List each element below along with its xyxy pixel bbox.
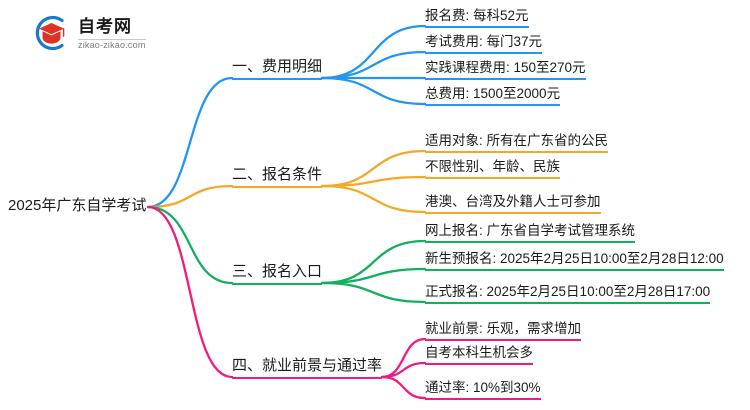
mindmap-branch-4-label: 四、就业前景与通过率 [232, 357, 383, 374]
connector-path [146, 205, 234, 285]
mindmap-leaf-4-2[interactable]: 自考本科生机会多 [425, 346, 533, 365]
connector-path [320, 149, 427, 188]
connector-path [146, 205, 234, 379]
mindmap-leaf-1-2[interactable]: 考试费用: 每门37元 [425, 34, 543, 54]
mindmap-leaf-2-1[interactable]: 适用对象: 所有在广东省的公民 [425, 133, 609, 153]
mindmap-leaf-3-3-label: 正式报名: 2025年2月25日10:00至2月28日17:00 [425, 284, 711, 299]
connector-path [320, 281, 427, 304]
mindmap-branch-1[interactable]: 一、费用明细 [232, 58, 323, 80]
mindmap-branch-4[interactable]: 四、就业前景与通过率 [232, 357, 383, 379]
connector-path [380, 361, 427, 379]
mindmap-leaf-4-3[interactable]: 通过率: 10%到30% [425, 381, 541, 400]
connector-path [320, 76, 427, 106]
mindmap-root-node[interactable]: 2025年广东自学考试 [8, 198, 146, 213]
connector-path [320, 267, 427, 285]
mindmap-leaf-1-2-label: 考试费用: 每门37元 [425, 34, 543, 49]
connector-path [320, 175, 427, 188]
mindmap-leaf-2-3[interactable]: 港澳、台湾及外籍人士可参加 [425, 195, 601, 214]
connector-path [380, 337, 427, 379]
logo-wordmark: 自考网 zikao-zikao.com [78, 15, 146, 50]
mindmap-leaf-2-3-label: 港澳、台湾及外籍人士可参加 [425, 194, 601, 209]
mindmap-leaf-3-2-label: 新生预报名: 2025年2月25日10:00至2月28日12:00 [425, 251, 724, 266]
mindmap-leaf-1-3-label: 实践课程费用: 150至270元 [425, 60, 586, 75]
mindmap-leaf-1-1[interactable]: 报名费: 每科52元 [425, 9, 529, 28]
mindmap-leaf-3-3[interactable]: 正式报名: 2025年2月25日10:00至2月28日17:00 [425, 284, 711, 304]
connector-path [146, 184, 234, 209]
site-logo: 自考网 zikao-zikao.com [30, 12, 146, 54]
mindmap-leaf-1-4-label: 总费用: 1500至2000元 [425, 86, 561, 101]
mindmap-leaf-1-4[interactable]: 总费用: 1500至2000元 [425, 86, 561, 106]
connector-path [320, 24, 427, 80]
mindmap-leaf-3-1[interactable]: 网上报名: 广东省自学考试管理系统 [425, 223, 636, 243]
mindmap-leaf-1-1-label: 报名费: 每科52元 [425, 8, 529, 23]
connector-path [380, 375, 427, 400]
mindmap-root-label: 2025年广东自学考试 [8, 197, 147, 214]
mindmap-leaf-4-1-label: 就业前景: 乐观，需求增加 [425, 321, 582, 336]
mindmap-branch-2-label: 二、报名条件 [232, 166, 323, 183]
mindmap-leaf-2-1-label: 适用对象: 所有在广东省的公民 [425, 133, 609, 148]
mindmap-branch-3[interactable]: 三、报名入口 [232, 263, 323, 285]
mindmap-leaf-3-1-label: 网上报名: 广东省自学考试管理系统 [425, 223, 636, 238]
logo-mark-icon [30, 12, 72, 54]
mindmap-leaf-4-1[interactable]: 就业前景: 乐观，需求增加 [425, 321, 582, 341]
connector-path [320, 50, 427, 80]
logo-divider [78, 38, 146, 40]
mindmap-branch-2[interactable]: 二、报名条件 [232, 166, 323, 188]
mindmap-leaf-3-2[interactable]: 新生预报名: 2025年2月25日10:00至2月28日12:00 [425, 252, 724, 271]
connector-path [320, 239, 427, 285]
mindmap-leaf-1-3[interactable]: 实践课程费用: 150至270元 [425, 61, 586, 80]
connector-path [320, 184, 427, 214]
mindmap-leaf-2-2-label: 不限性别、年龄、民族 [425, 159, 560, 174]
mindmap-leaf-4-2-label: 自考本科生机会多 [425, 345, 533, 360]
mindmap-branch-1-label: 一、费用明细 [232, 58, 323, 75]
mindmap-branch-3-label: 三、报名入口 [232, 263, 323, 280]
mindmap-leaf-2-2[interactable]: 不限性别、年龄、民族 [425, 160, 560, 179]
connector-path [146, 76, 234, 209]
logo-domain: zikao-zikao.com [78, 39, 146, 50]
logo-title: 自考网 [78, 17, 132, 37]
mindmap-leaf-4-3-label: 通过率: 10%到30% [425, 380, 541, 395]
